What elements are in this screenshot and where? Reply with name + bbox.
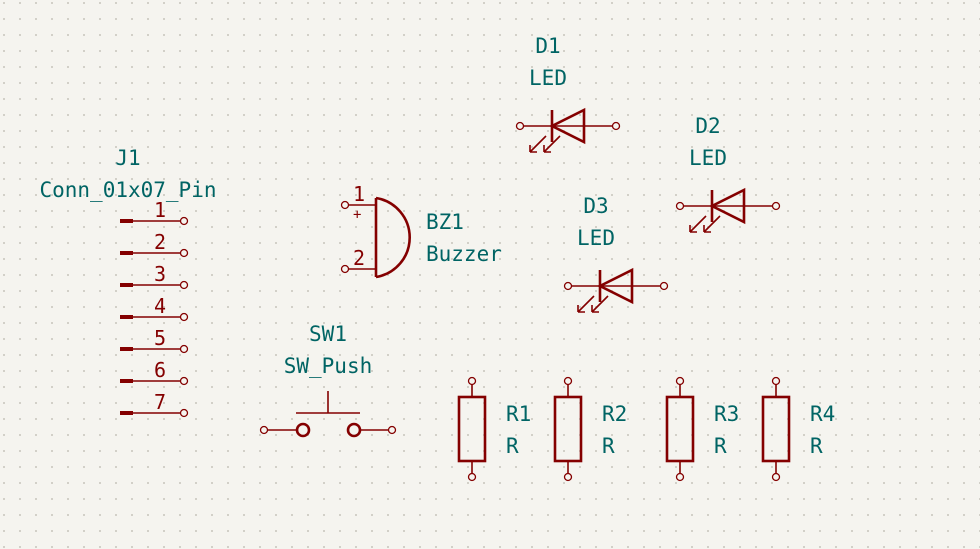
sw1-reference: SW1 [309, 322, 347, 346]
d3-reference: D3 [583, 194, 608, 218]
resistor-pin2-terminal[interactable] [563, 472, 573, 482]
j1-pin-number: 6 [154, 358, 166, 382]
led-triangle [549, 107, 586, 145]
led-emission-arrow [703, 215, 721, 233]
j1-pin-terminal[interactable] [179, 280, 189, 290]
sw1-right-contact [346, 422, 362, 438]
bz1-pin1-number: 1 [353, 182, 365, 206]
r4-reference: R4 [810, 402, 835, 426]
resistor-pin1-terminal[interactable] [771, 376, 781, 386]
bz1-body-arc [375, 196, 411, 279]
d3-symbol [563, 267, 669, 313]
sw1-pin1-terminal[interactable] [259, 425, 269, 435]
r2-symbol [553, 376, 583, 482]
r2-value: R [602, 434, 615, 458]
bz1-reference: BZ1 [426, 210, 464, 234]
j1-value: Conn_01x07_Pin [39, 178, 216, 202]
r3-symbol [665, 376, 695, 482]
led-triangle [597, 267, 634, 305]
j1-pin-terminal[interactable] [179, 312, 189, 322]
led-anode-terminal[interactable] [611, 121, 621, 131]
r1-value: R [506, 434, 519, 458]
d3-value: LED [577, 226, 615, 250]
bz1-pin2-terminal[interactable] [340, 264, 350, 274]
resistor-body [553, 395, 583, 463]
j1-pin-terminal[interactable] [179, 408, 189, 418]
resistor-r1[interactable]: R1 R [457, 376, 531, 482]
resistor-pin2-terminal[interactable] [467, 472, 477, 482]
d2-reference: D2 [695, 114, 720, 138]
resistor-body [665, 395, 695, 463]
led-emission-arrow [529, 135, 547, 153]
led-emission-arrow [577, 295, 595, 313]
d1-symbol [515, 107, 621, 153]
sw1-pin2-terminal[interactable] [387, 425, 397, 435]
j1-pin-number: 4 [154, 294, 166, 318]
d2-value: LED [689, 146, 727, 170]
d1-reference: D1 [535, 34, 560, 58]
buzzer-bz1[interactable]: 1 2 + BZ1 Buzzer [340, 182, 502, 279]
r4-value: R [810, 434, 823, 458]
resistor-pin2-terminal[interactable] [771, 472, 781, 482]
d1-value: LED [529, 66, 567, 90]
r1-reference: R1 [506, 402, 531, 426]
bz1-pin1-terminal[interactable] [340, 200, 350, 210]
j1-pin-number: 7 [154, 390, 166, 414]
sw1-left-contact [295, 422, 311, 438]
led-emission-arrow [543, 135, 561, 153]
led-anode-terminal[interactable] [771, 201, 781, 211]
j1-pin-number: 2 [154, 230, 166, 254]
r2-reference: R2 [602, 402, 627, 426]
resistor-body [761, 395, 791, 463]
sw1-value: SW_Push [284, 354, 373, 378]
led-triangle [709, 187, 746, 225]
j1-reference: J1 [115, 146, 140, 170]
j1-pin-terminal[interactable] [179, 376, 189, 386]
led-d1[interactable]: D1 LED [515, 34, 621, 153]
resistor-body [457, 395, 487, 463]
led-cathode-terminal[interactable] [675, 201, 685, 211]
resistor-r4[interactable]: R4 R [761, 376, 835, 482]
led-emission-arrow [591, 295, 609, 313]
r4-symbol [761, 376, 791, 482]
switch-sw1[interactable]: SW1 SW_Push [259, 322, 397, 438]
resistor-r3[interactable]: R3 R [665, 376, 739, 482]
resistor-pin1-terminal[interactable] [675, 376, 685, 386]
r3-value: R [714, 434, 727, 458]
connector-j1[interactable]: J1 Conn_01x07_Pin 1 2 3 4 5 6 7 [39, 146, 217, 418]
bz1-pin2-number: 2 [353, 246, 365, 270]
j1-pin-number: 5 [154, 326, 166, 350]
j1-pin-number: 1 [154, 198, 166, 222]
led-d2[interactable]: D2 LED [675, 114, 781, 233]
j1-pin-terminal[interactable] [179, 344, 189, 354]
j1-pin-number: 3 [154, 262, 166, 286]
led-d3[interactable]: D3 LED [563, 194, 669, 313]
bz1-value: Buzzer [426, 242, 502, 266]
resistor-pin1-terminal[interactable] [563, 376, 573, 386]
j1-pin-terminal[interactable] [179, 248, 189, 258]
led-emission-arrow [689, 215, 707, 233]
resistor-r2[interactable]: R2 R [553, 376, 627, 482]
led-anode-terminal[interactable] [659, 281, 669, 291]
j1-pins: 1 2 3 4 5 6 7 [120, 198, 189, 418]
resistor-pin1-terminal[interactable] [467, 376, 477, 386]
r1-symbol [457, 376, 487, 482]
led-cathode-terminal[interactable] [563, 281, 573, 291]
bz1-plus-mark: + [353, 207, 361, 223]
led-cathode-terminal[interactable] [515, 121, 525, 131]
r3-reference: R3 [714, 402, 739, 426]
d2-symbol [675, 187, 781, 233]
resistor-pin2-terminal[interactable] [675, 472, 685, 482]
j1-pin-terminal[interactable] [179, 216, 189, 226]
